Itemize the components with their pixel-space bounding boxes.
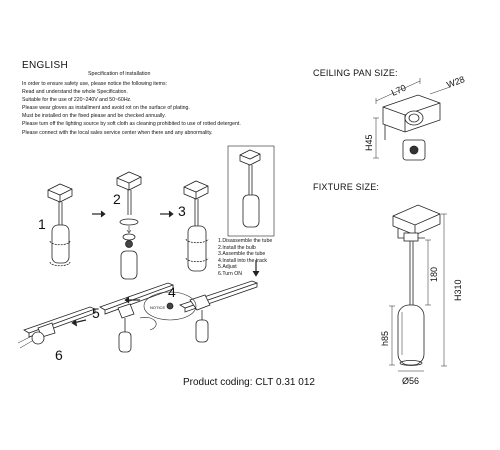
arrow-3-head xyxy=(252,270,260,277)
fixture-total-height-label: H310 xyxy=(453,279,463,301)
spec-line: Must be installed on the fixed please an… xyxy=(22,113,166,120)
spec-title: Specification of installation xyxy=(88,71,151,77)
step-instruction: 1.Disassemble the tube xyxy=(218,238,273,244)
spec-line: In order to ensure safety use, please no… xyxy=(22,81,168,87)
spec-line: Please connect with the local sales serv… xyxy=(22,129,213,136)
step4-drawing xyxy=(143,280,259,343)
arrow-5-head xyxy=(71,319,78,327)
step3-drawing xyxy=(183,180,209,272)
detail-inset xyxy=(227,145,275,237)
step-number-1: 1 xyxy=(38,216,46,232)
step-instructions: 1.Disassemble the tube 2.Install the bul… xyxy=(218,238,272,278)
ceiling-height-label: H45 xyxy=(364,134,374,151)
step-number-5: 5 xyxy=(92,305,100,321)
fixture-rod-height-label: 180 xyxy=(429,267,439,282)
arrow-1-head xyxy=(100,210,106,218)
fixture-diameter-label: Ø56 xyxy=(402,376,419,386)
step-number-3: 3 xyxy=(178,203,186,219)
step5-drawing xyxy=(99,282,175,353)
ceiling-length-label: L70 xyxy=(390,83,408,98)
spec-line: Please turn off the lighting source by s… xyxy=(22,121,241,128)
step1-drawing xyxy=(47,183,73,267)
step-number-4: 4 xyxy=(168,284,176,300)
step-instruction: 5.Adjust xyxy=(218,264,237,271)
spec-line: Suitable for the use of 220~240V and 50~… xyxy=(22,97,132,104)
notice-label: NOTICE xyxy=(150,305,165,310)
fixture-drawing xyxy=(389,204,447,372)
product-coding: Product coding: CLT 0.31 012 xyxy=(183,377,315,388)
arrow-2-head xyxy=(168,210,174,218)
spec-line: Please wear gloves as installment and av… xyxy=(22,105,190,112)
spec-instructions: In order to ensure safety use, please no… xyxy=(22,80,302,137)
spec-line: Read and understand the whole Specificat… xyxy=(22,89,128,96)
ceiling-pan-title: CEILING PAN SIZE: xyxy=(313,68,398,78)
ceiling-width-label: W28 xyxy=(445,74,466,90)
step-instruction: 2.Install the bulb xyxy=(218,244,256,251)
step-instruction: 6.Turn ON xyxy=(218,270,243,277)
step2-drawing xyxy=(116,171,142,280)
step6-drawing xyxy=(17,306,97,349)
fixture-body-height-label: h85 xyxy=(380,331,390,346)
language-heading: ENGLISH xyxy=(22,60,69,71)
fixture-size-title: FIXTURE SIZE: xyxy=(313,182,380,192)
ceiling-pan-drawing xyxy=(373,78,451,161)
step-instruction: 3.Assemble the tube xyxy=(218,251,266,258)
step-number-2: 2 xyxy=(113,191,121,207)
step-instruction: 4.Install into the track xyxy=(218,257,268,264)
step-number-6: 6 xyxy=(55,347,63,363)
